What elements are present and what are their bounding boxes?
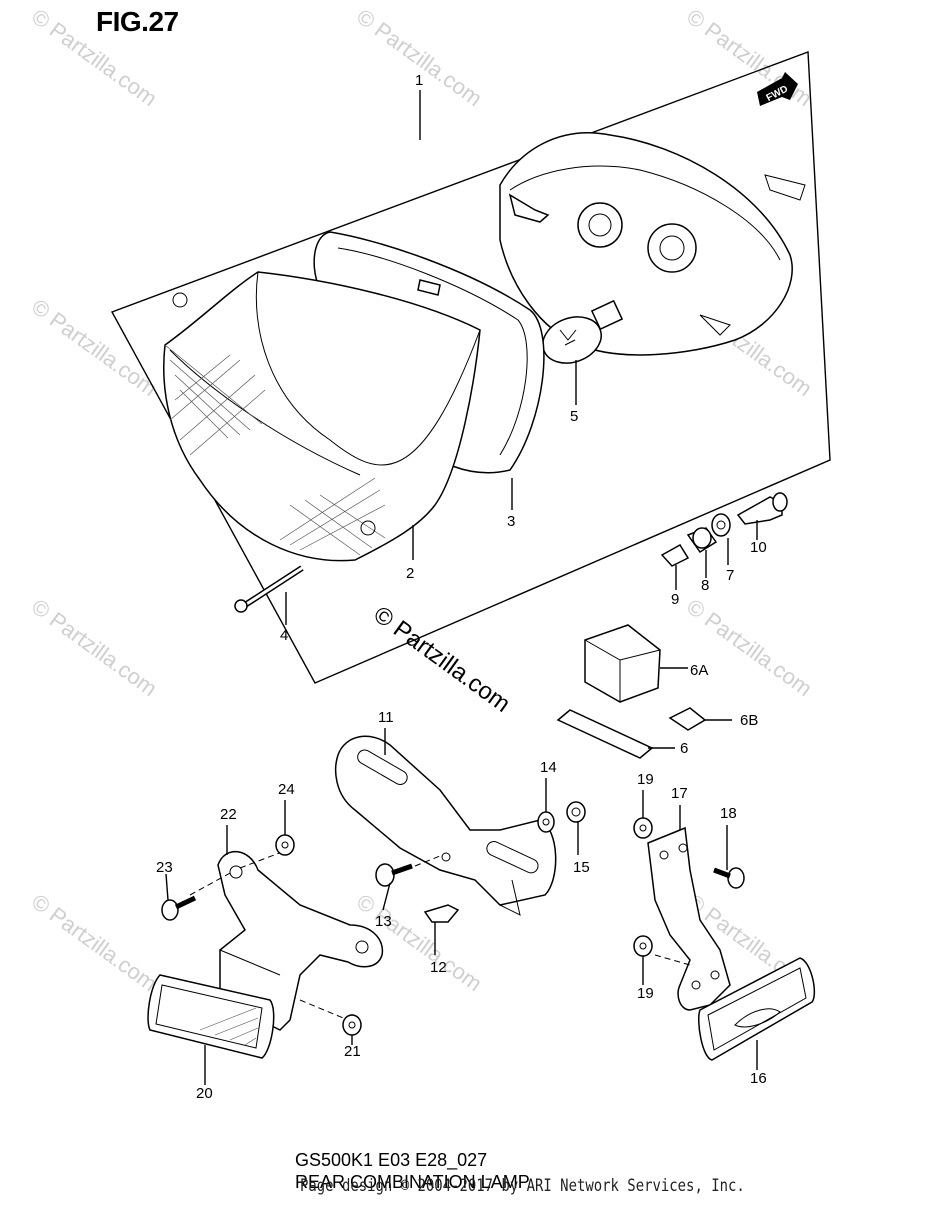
callout-9: 9 <box>671 591 679 608</box>
watermark-tile: © Partzilla.com <box>27 294 162 401</box>
callout-8: 8 <box>701 577 709 594</box>
callout-12: 12 <box>430 959 447 976</box>
bracket-hardware <box>375 801 586 923</box>
callout-20: 20 <box>196 1085 213 1102</box>
watermark-center: © Partzilla.com <box>368 601 515 718</box>
callout-18: 18 <box>720 805 737 822</box>
callout-6b: 6B <box>740 712 758 729</box>
caption-model-code: GS500K1 E03 E28_027 <box>295 1150 488 1170</box>
callout-1: 1 <box>415 72 423 89</box>
lens-screw-part <box>234 565 304 613</box>
left-hardware <box>161 834 362 1036</box>
callout-7: 7 <box>726 567 734 584</box>
lamp-housing-part <box>499 132 806 356</box>
license-bracket-part <box>334 735 557 916</box>
reflector-bracket-right <box>647 826 731 1011</box>
callout-17: 17 <box>671 785 688 802</box>
callout-11: 11 <box>378 709 394 726</box>
bulb-part <box>542 299 624 364</box>
callout-15: 15 <box>573 859 590 876</box>
callout-14: 14 <box>540 759 557 776</box>
spacer-hardware <box>660 492 788 567</box>
callout-2: 2 <box>406 565 414 582</box>
footer-copyright: Page design © 2004-2017 by ARI Network S… <box>300 1176 745 1196</box>
lens-part <box>163 271 481 562</box>
reflector-right-part <box>698 957 816 1061</box>
callout-19: 19 <box>637 771 654 788</box>
watermark-tile: © Partzilla.com <box>682 4 817 111</box>
watermark-tile: © Partzilla.com <box>682 594 817 701</box>
watermark-tile: © Partzilla.com <box>27 889 162 996</box>
right-hardware <box>633 817 745 957</box>
callout-13: 13 <box>375 913 392 930</box>
leader-lines <box>165 90 758 1085</box>
callout-10: 10 <box>750 539 767 556</box>
caption-assembly-title: REAR COMBINATION LAMP <box>295 1172 530 1192</box>
reflector-left-part <box>147 974 275 1059</box>
callout-5: 5 <box>570 408 578 425</box>
callout-3: 3 <box>507 513 515 530</box>
callout-19: 19 <box>637 985 654 1002</box>
callout-6a: 6A <box>690 662 708 679</box>
callout-23: 23 <box>156 859 173 876</box>
callout-4: 4 <box>280 627 288 644</box>
callout-21: 21 <box>344 1043 361 1060</box>
callout-labels: 1234566A6B789101112131415161718191920212… <box>156 72 767 1102</box>
callout-6: 6 <box>680 740 688 757</box>
callout-16: 16 <box>750 1070 767 1087</box>
figure-title: FIG.27 <box>96 6 179 37</box>
lens-crosshatch <box>164 344 386 556</box>
callout-24: 24 <box>278 781 295 798</box>
reflector-bracket-left <box>189 850 384 1031</box>
watermark-tile: © Partzilla.com <box>27 594 162 701</box>
callout-22: 22 <box>220 806 237 823</box>
cushion-parts <box>556 624 707 759</box>
